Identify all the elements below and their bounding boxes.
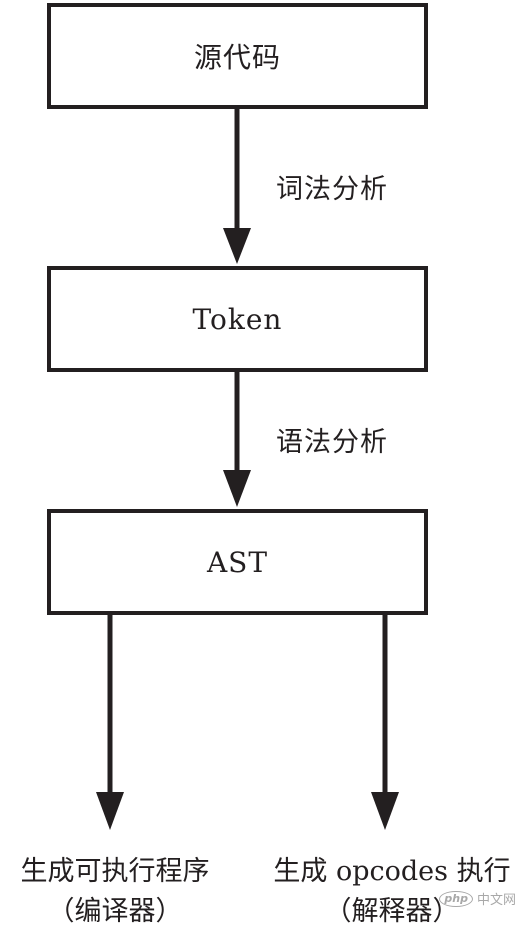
edge-label-syntax-analysis: 语法分析 [276,427,388,458]
output-compiler-line1: 生成可执行程序 [20,856,210,887]
node-ast-label: AST [206,545,269,579]
node-token: Token [47,266,428,372]
node-source-code: 源代码 [47,3,428,109]
watermark-text: 中文网 [476,893,516,908]
edge-label-lexical-analysis: 词法分析 [276,174,388,205]
output-compiler-line2: （编译器） [47,896,183,927]
output-interpreter-line2: （解释器） [324,896,460,927]
arrow-source-to-token-head [223,228,251,264]
output-interpreter: 生成 opcodes 执行 （解释器） [262,852,522,932]
output-interpreter-line1: 生成 opcodes 执行 [273,856,511,887]
arrow-ast-to-interpreter-head [371,792,399,830]
output-compiler: 生成可执行程序 （编译器） [0,852,230,932]
node-token-label: Token [192,302,283,336]
site-watermark: php 中文网 [439,889,516,908]
node-ast: AST [47,509,428,615]
node-source-code-label: 源代码 [193,41,281,74]
php-logo-icon: php [439,890,473,907]
arrow-ast-to-compiler-head [96,792,124,830]
arrow-token-to-ast-head [223,470,251,507]
